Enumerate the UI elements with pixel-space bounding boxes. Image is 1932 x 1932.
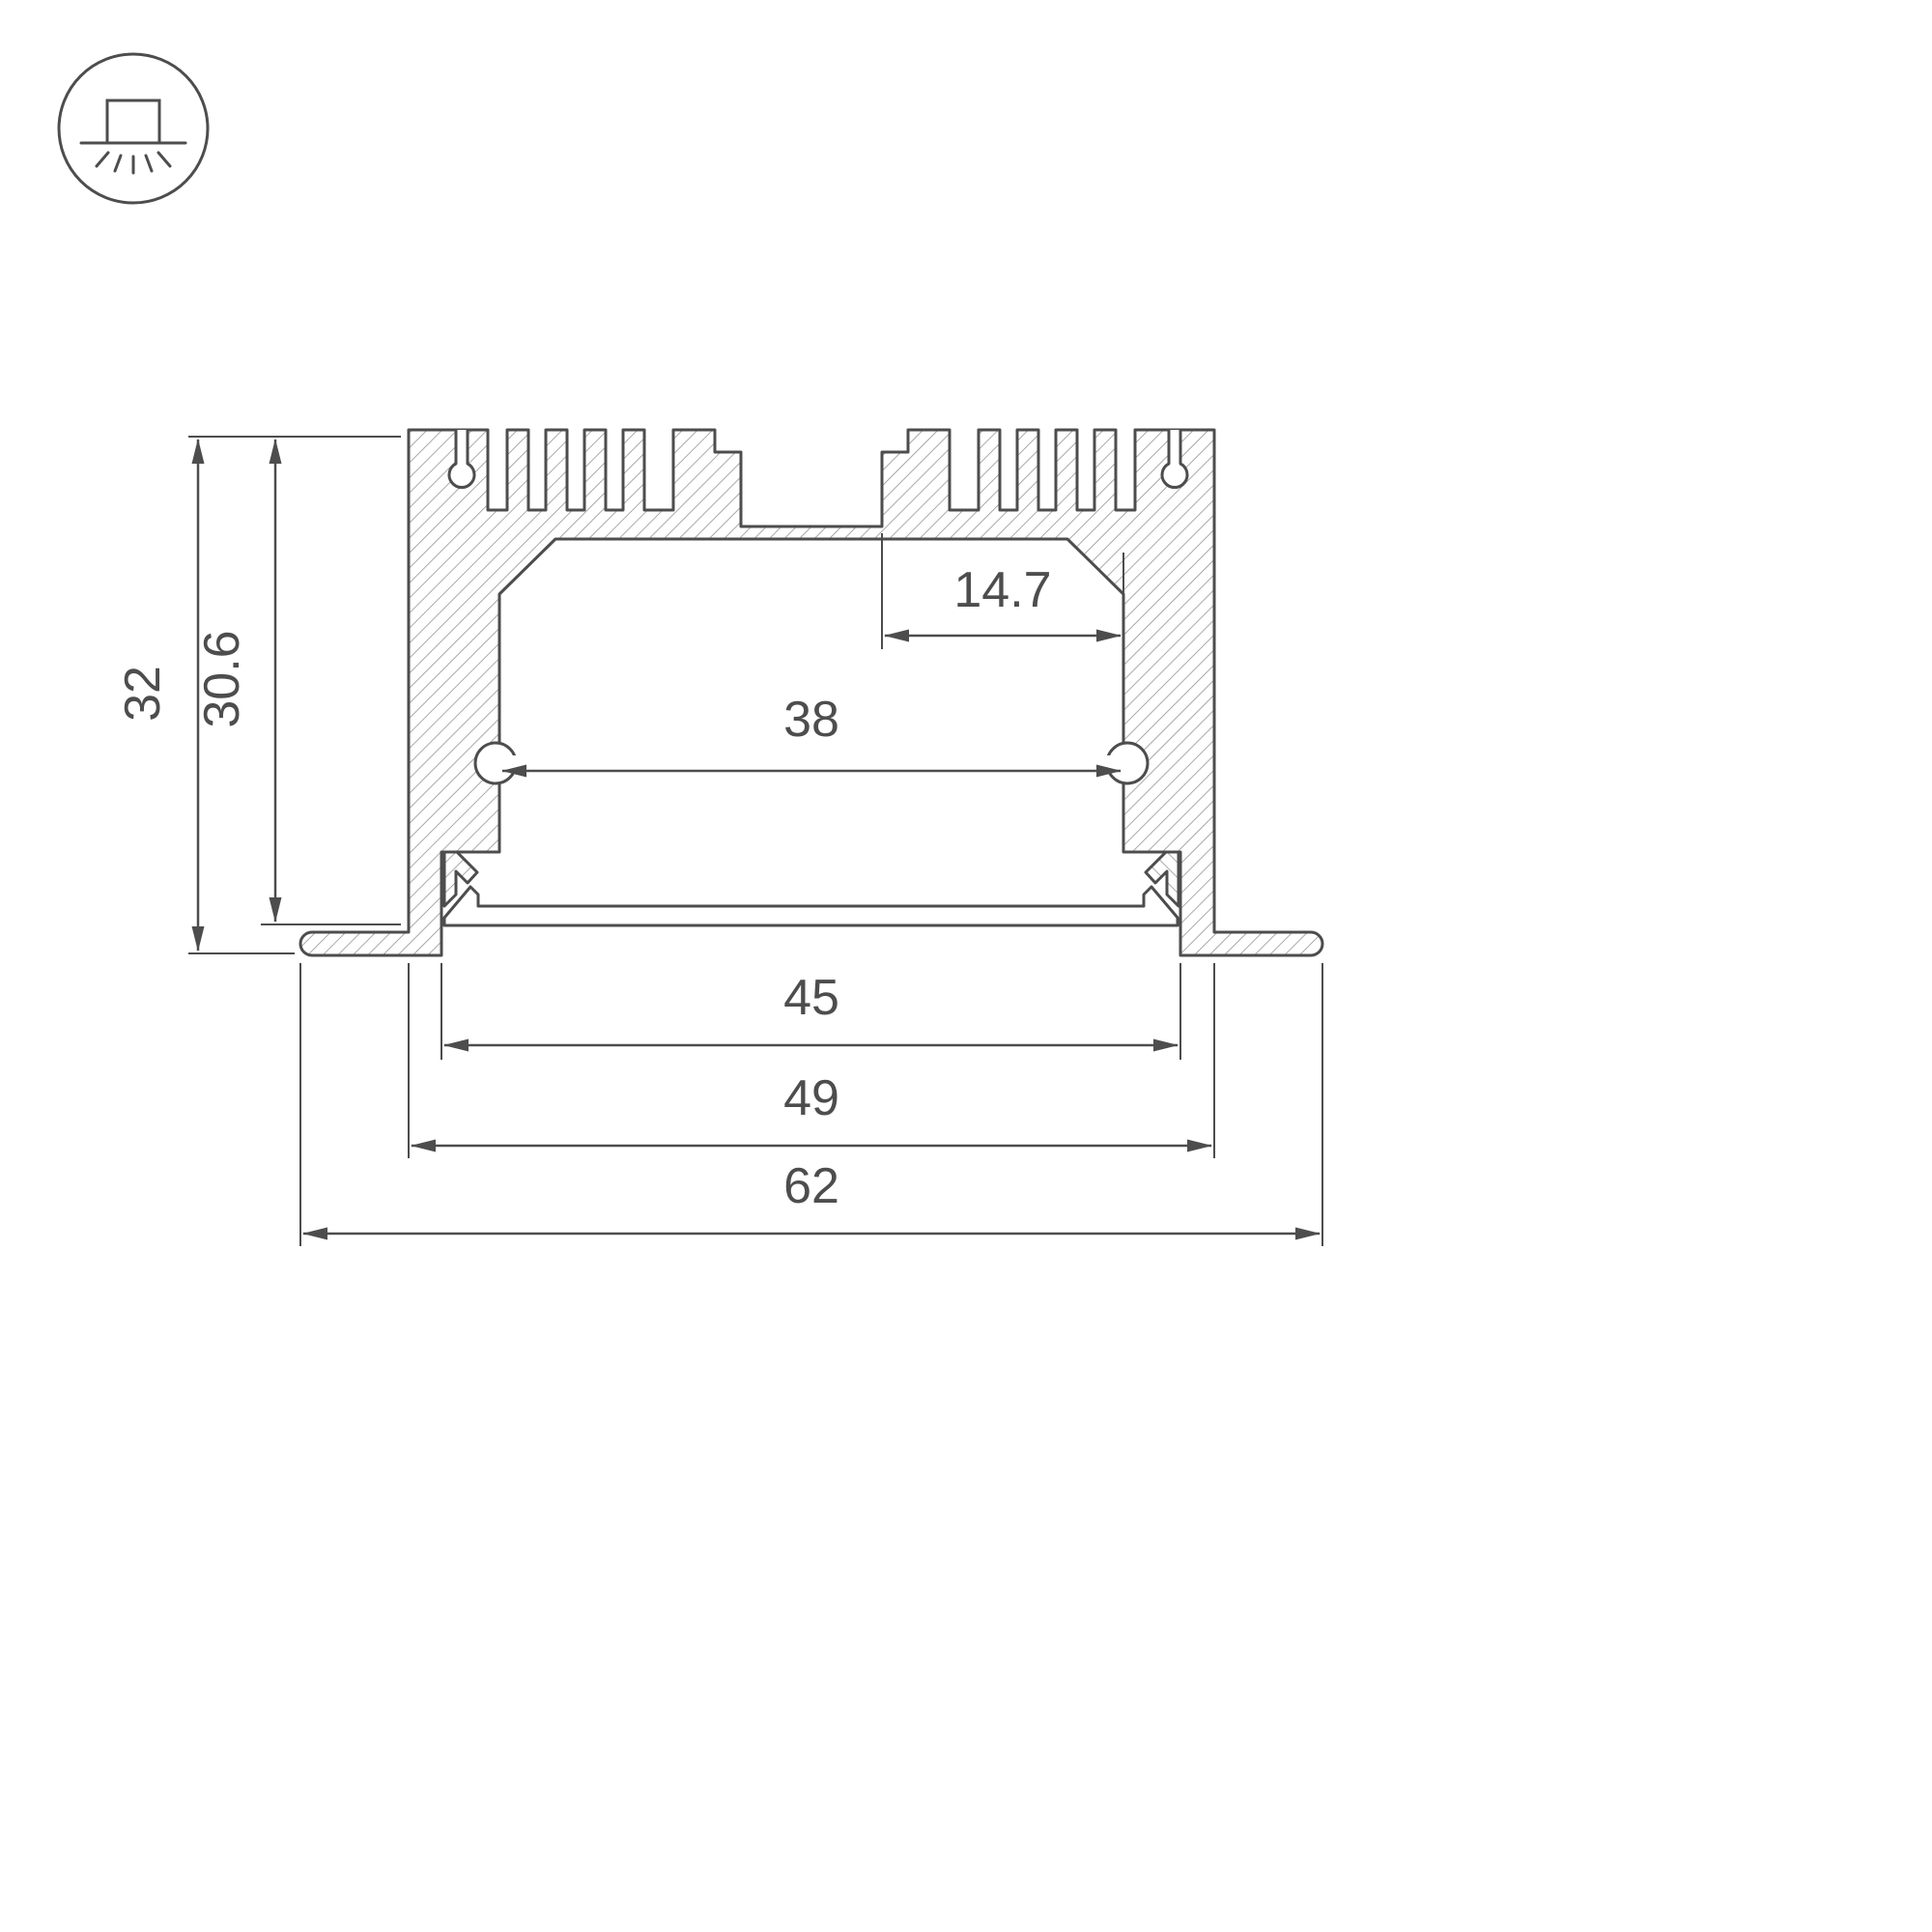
profile-body — [298, 428, 1324, 957]
dim-label-62: 62 — [783, 1158, 839, 1214]
dim-label-45: 45 — [783, 970, 839, 1026]
icon-lamp-box — [105, 99, 161, 145]
recessed-mount-icon — [57, 52, 210, 205]
icon-circle — [57, 52, 210, 205]
icon-light-rays — [95, 151, 172, 175]
dimension-overall-width: 62 — [299, 963, 1323, 1246]
dimension-notch-to-wall: 14.7 — [881, 533, 1124, 649]
screw-slot-right — [1160, 430, 1189, 490]
dim-label-38: 38 — [783, 692, 839, 748]
boss-opening-left — [509, 755, 525, 771]
dimension-opening-width: 45 — [440, 963, 1181, 1060]
dimension-overall-height: 32 — [115, 436, 401, 954]
cover-plate — [442, 885, 1179, 927]
dim-label-30-6: 30.6 — [194, 630, 250, 727]
boss-opening-right — [1098, 755, 1114, 771]
dim-label-14-7: 14.7 — [953, 562, 1051, 618]
dimension-body-width: 49 — [408, 963, 1215, 1158]
profile-cross-section — [298, 428, 1324, 957]
dim-label-32: 32 — [115, 666, 171, 722]
dimension-inner-width: 38 — [501, 692, 1122, 778]
bottom-hook-left — [442, 850, 479, 908]
screw-slot-left — [447, 430, 476, 490]
dimension-inner-height: 30.6 — [194, 439, 401, 925]
dim-label-49: 49 — [783, 1070, 839, 1126]
